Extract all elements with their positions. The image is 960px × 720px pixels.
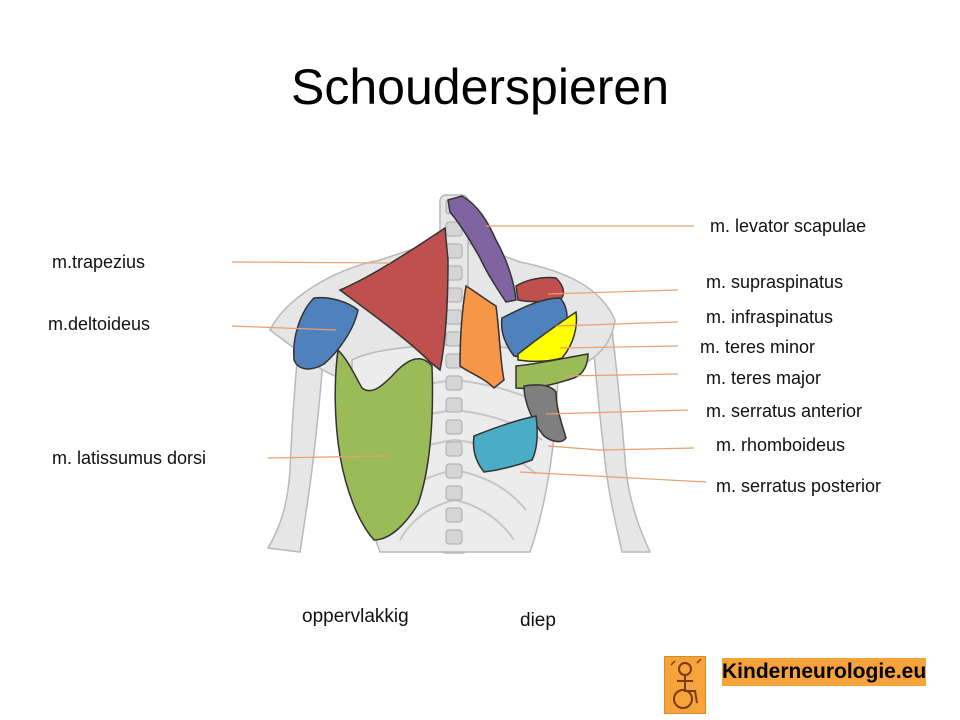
- latissimus-dorsi-muscle: [334, 348, 434, 541]
- left-humerus: [266, 329, 326, 553]
- vertebrae: [445, 199, 463, 545]
- rhomboideus-upper-muscle: [459, 284, 505, 390]
- label-serratus-anterior: m. serratus anterior: [706, 401, 863, 421]
- leader-lines: [231, 225, 707, 483]
- levator-scapulae-muscle: [447, 195, 517, 303]
- trapezius-muscle: [338, 226, 449, 372]
- logo-icon: [664, 656, 706, 714]
- label-latissimus-dorsi: m. latissumus dorsi: [52, 448, 207, 468]
- label-deltoideus: m.deltoideus: [48, 314, 151, 334]
- label-rhomboideus: m. rhomboideus: [716, 435, 846, 455]
- right-humerus: [591, 329, 652, 553]
- label-trapezius: m.trapezius: [52, 252, 146, 272]
- teres-minor-muscle: [517, 310, 578, 363]
- label-supraspinatus: m. supraspinatus: [706, 272, 844, 292]
- wheelchair-figure-icon: [670, 658, 702, 709]
- label-infraspinatus: m. infraspinatus: [706, 307, 834, 327]
- caption-deep: diep: [520, 610, 556, 631]
- rhomboideus-muscle: [472, 415, 538, 473]
- label-teres-minor: m. teres minor: [700, 337, 816, 357]
- slide-title: Schouderspieren: [290, 59, 670, 115]
- label-serratus-posterior: m. serratus posterior: [716, 476, 882, 496]
- label-teres-major: m. teres major: [706, 368, 822, 388]
- caption-superficial: oppervlakkig: [302, 606, 409, 627]
- supraspinatus-muscle: [515, 276, 565, 303]
- logo-text: Kinderneurologie.eu: [722, 658, 926, 686]
- deltoideus-muscle: [292, 296, 359, 370]
- label-levator-scapulae: m. levator scapulae: [710, 216, 867, 236]
